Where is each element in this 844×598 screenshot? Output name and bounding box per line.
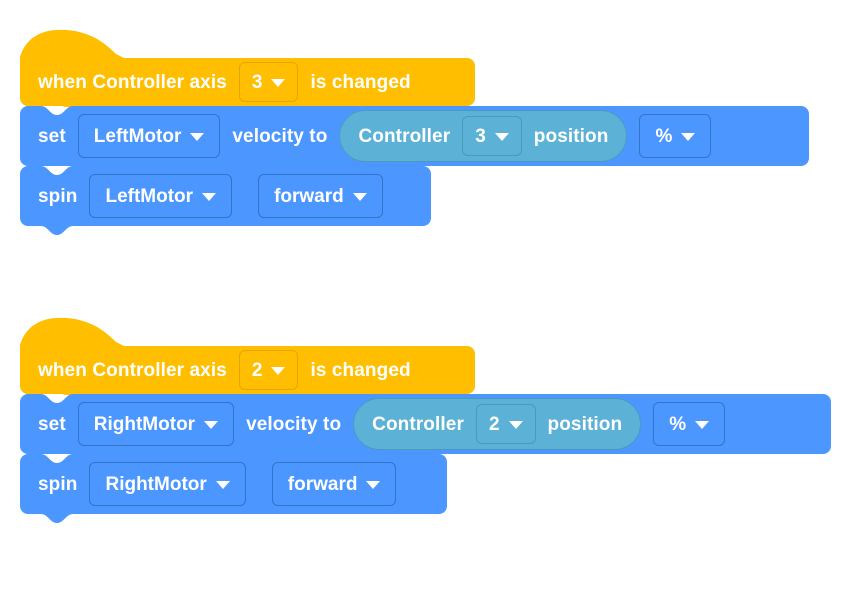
- unit-dropdown[interactable]: %: [653, 402, 726, 446]
- motor-dropdown-value: RightMotor: [93, 413, 196, 435]
- chevron-down-icon: [215, 480, 230, 489]
- chevron-down-icon: [202, 192, 217, 201]
- chevron-down-icon: [681, 132, 696, 141]
- spin-direction-dropdown[interactable]: forward: [258, 174, 383, 218]
- reporter-axis-dropdown[interactable]: 3: [462, 116, 522, 156]
- chevron-down-icon: [271, 366, 286, 375]
- axis-dropdown-value: 2: [251, 359, 263, 381]
- chevron-down-icon: [271, 78, 286, 87]
- unit-dropdown-value: %: [655, 125, 673, 147]
- spin-motor-dropdown[interactable]: LeftMotor: [89, 174, 233, 218]
- chevron-down-icon: [352, 192, 367, 201]
- hat-text-after: is changed: [310, 359, 411, 381]
- reporter-suffix: position: [547, 413, 623, 435]
- chevron-down-icon: [508, 420, 523, 429]
- event-hat-block-axis3[interactable]: when Controller axis 3 is changed: [20, 26, 475, 107]
- axis-dropdown-value: 3: [251, 71, 263, 93]
- velocity-to-label: velocity to: [246, 413, 342, 435]
- spin-block-right[interactable]: spin RightMotor forward: [20, 454, 447, 523]
- spin-motor-value: RightMotor: [105, 473, 207, 495]
- reporter-name: Controller: [372, 413, 464, 435]
- spin-keyword: spin: [38, 185, 78, 207]
- script-left-motor[interactable]: when Controller axis 3 is changed set Le…: [20, 26, 809, 235]
- script-right-motor[interactable]: when Controller axis 2 is changed set Ri…: [20, 314, 831, 523]
- controller-position-reporter[interactable]: Controller 3 position: [339, 110, 628, 162]
- spin-block-left[interactable]: spin LeftMotor forward: [20, 166, 431, 235]
- motor-dropdown[interactable]: LeftMotor: [77, 114, 221, 158]
- axis-dropdown[interactable]: 3: [238, 62, 299, 102]
- spin-direction-dropdown[interactable]: forward: [271, 462, 397, 506]
- spin-direction-value: forward: [287, 473, 358, 495]
- chevron-down-icon: [190, 132, 205, 141]
- set-velocity-block-right[interactable]: set RightMotor velocity to Controller 2 …: [20, 394, 831, 454]
- chevron-down-icon: [695, 420, 710, 429]
- hat-text-before: when Controller axis: [38, 71, 227, 93]
- reporter-axis-value: 2: [488, 413, 500, 435]
- chevron-down-icon: [494, 132, 509, 141]
- spin-motor-value: LeftMotor: [105, 185, 194, 207]
- reporter-axis-dropdown[interactable]: 2: [475, 404, 536, 444]
- motor-dropdown-value: LeftMotor: [93, 125, 182, 147]
- axis-dropdown[interactable]: 2: [238, 350, 299, 390]
- set-keyword: set: [38, 413, 66, 435]
- spin-direction-value: forward: [274, 185, 344, 207]
- motor-dropdown[interactable]: RightMotor: [77, 402, 235, 446]
- event-hat-block-axis2[interactable]: when Controller axis 2 is changed: [20, 314, 475, 395]
- hat-text-after: is changed: [310, 71, 411, 93]
- unit-dropdown-value: %: [669, 413, 687, 435]
- reporter-suffix: position: [533, 125, 609, 147]
- chevron-down-icon: [366, 480, 381, 489]
- unit-dropdown[interactable]: %: [639, 114, 712, 158]
- velocity-to-label: velocity to: [232, 125, 328, 147]
- set-velocity-block-left[interactable]: set LeftMotor velocity to Controller 3 p…: [20, 106, 809, 166]
- controller-position-reporter[interactable]: Controller 2 position: [353, 398, 642, 450]
- hat-text-before: when Controller axis: [38, 359, 227, 381]
- spin-keyword: spin: [38, 473, 78, 495]
- reporter-axis-value: 3: [475, 125, 486, 147]
- chevron-down-icon: [204, 420, 219, 429]
- reporter-name: Controller: [358, 125, 451, 147]
- set-keyword: set: [38, 125, 66, 147]
- spin-motor-dropdown[interactable]: RightMotor: [89, 462, 246, 506]
